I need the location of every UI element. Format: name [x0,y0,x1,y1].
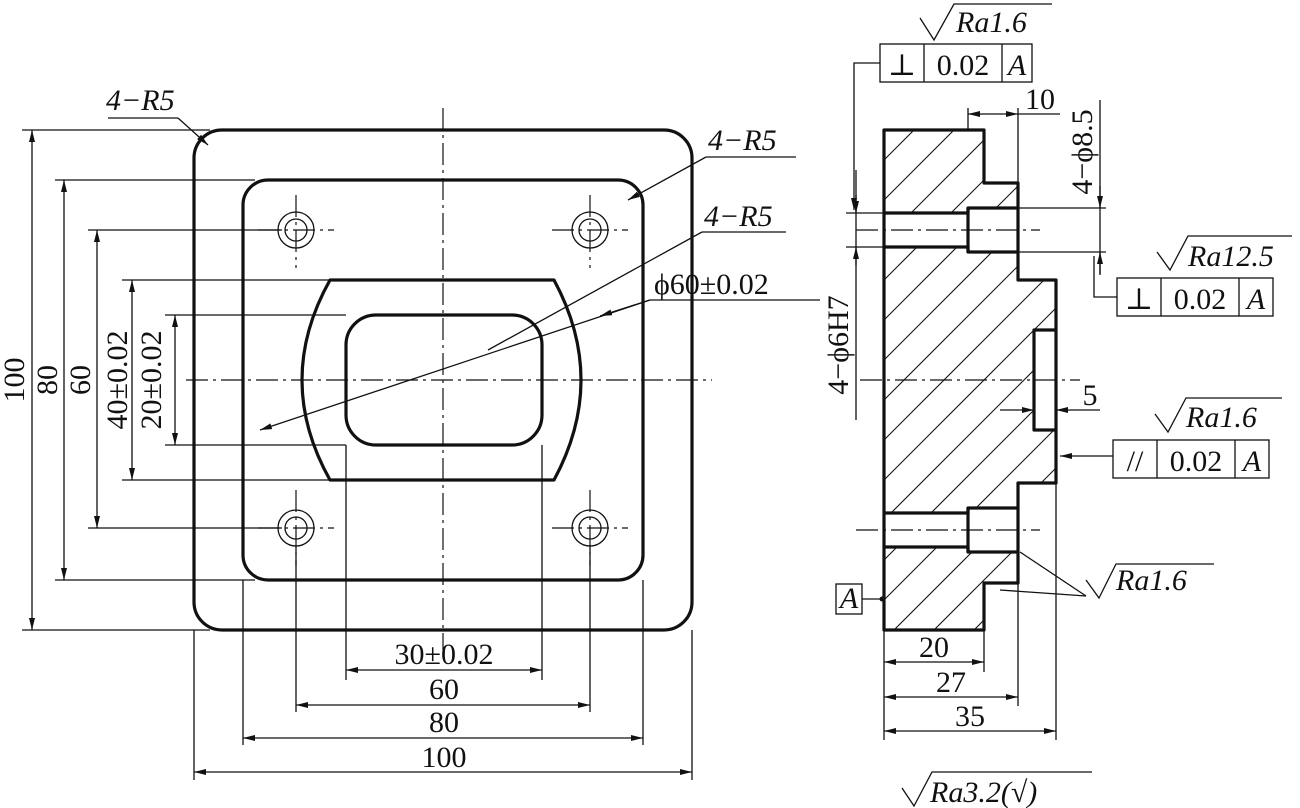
svg-text:Ra1.6: Ra1.6 [1185,401,1257,434]
dim-label-30-horizontal: 30±0.02 [395,638,494,671]
dim-label-27-side: 27 [936,666,966,699]
general-roughness-note: Ra3.2(√) [901,771,1092,808]
front-view: 100 80 60 40±0.02 20±0.02 30±0.02 60 80 … [0,84,820,780]
dim-label-40-vertical: 40±0.02 [101,331,134,430]
dim-label-100-vertical: 100 [0,358,31,403]
roughness-bottom: Ra1.6 [999,551,1214,600]
svg-text:0.02: 0.02 [1174,283,1227,316]
dim-label-35-side: 35 [955,700,985,733]
dim-label-60-vertical: 60 [64,365,97,395]
label-phi60: ϕ60±0.02 [654,268,769,301]
svg-text:A: A [1006,49,1027,82]
svg-text:⊥: ⊥ [1125,283,1153,316]
roughness-right-mid: Ra1.6 [1154,397,1282,434]
svg-text:A: A [1245,283,1266,316]
datum-a-label: A [838,582,859,615]
tolerance-frame-perpendicular-right: ⊥ 0.02 A [1093,256,1274,317]
side-view: 20 27 35 10 4−ϕ8.5 4−ϕ6H7 5 A ⊥ 0 [822,3,1292,740]
dim-label-100-horizontal: 100 [422,741,467,774]
dim-label-20-vertical: 20±0.02 [135,331,168,430]
roughness-right-top: Ra12.5 [1156,235,1292,273]
svg-text:Ra1.6: Ra1.6 [1115,564,1187,597]
hole-top-left [258,195,334,268]
label-r5-pocket: 4−R5 [704,200,773,233]
roughness-top: Ra1.6 [919,3,1052,42]
label-r5-outer: 4−R5 [106,84,175,117]
front-extension-lines [22,129,693,780]
dim-label-5-side: 5 [1083,379,1098,412]
label-r5-inner: 4−R5 [708,124,777,157]
hole-top-right [552,195,628,268]
label-phi8-5: 4−ϕ8.5 [1066,109,1099,194]
label-phi6h7: 4−ϕ6H7 [822,295,855,394]
general-roughness-label: Ra3.2(√) [929,776,1037,808]
tolerance-frame-perpendicular-top: ⊥ 0.02 A [851,43,1033,210]
dim-label-60-horizontal: 60 [429,673,459,706]
dim-label-80-vertical: 80 [31,365,64,395]
tolerance-frame-parallel: // 0.02 A [1060,439,1270,479]
datum-a-box [835,583,863,615]
svg-text:⊥: ⊥ [888,49,916,82]
svg-text:Ra1.6: Ra1.6 [955,6,1027,39]
svg-text:0.02: 0.02 [1170,445,1223,478]
dim-label-10-side: 10 [1025,83,1055,116]
svg-text:0.02: 0.02 [937,49,990,82]
dim-label-20-side: 20 [919,631,949,664]
svg-text://: // [1127,445,1144,478]
svg-text:A: A [1241,445,1262,478]
mounting-holes [258,195,628,566]
svg-text:Ra12.5: Ra12.5 [1187,240,1274,273]
pocket-outline [300,278,583,482]
dim-label-80-horizontal: 80 [429,706,459,739]
